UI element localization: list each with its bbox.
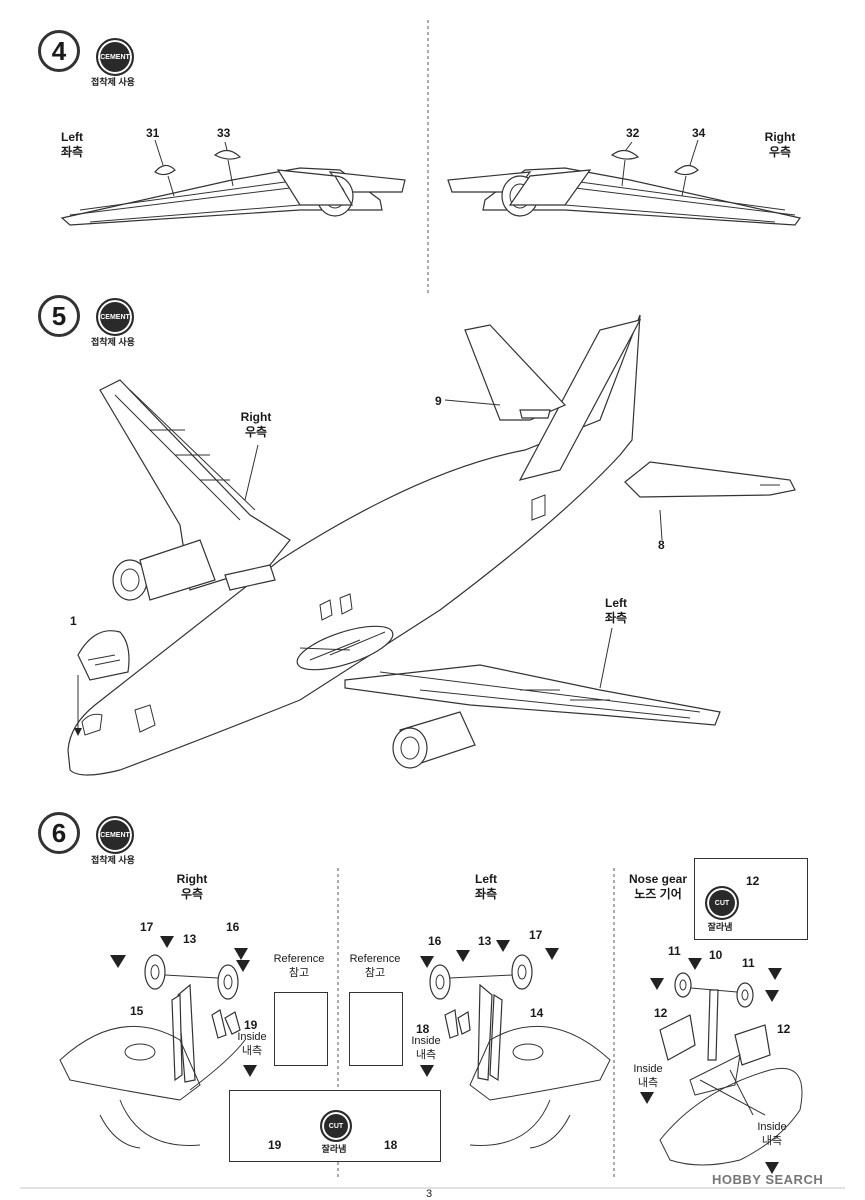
part-number: 14 [530,1006,544,1020]
cut-badge: CUT [320,1110,352,1142]
part-number: 13 [478,934,492,948]
nose-gear-drawing [640,958,803,1174]
cut-note: 잘라냄 [707,922,733,932]
part-number: 17 [140,920,154,934]
part-number: 12 [777,1022,791,1036]
part-number: 16 [428,934,442,948]
part-number: 16 [226,920,240,934]
right-gear-drawing [59,936,257,1149]
part-number: 10 [709,948,723,962]
right-wing-drawing [447,139,802,226]
part-number: 9 [435,394,442,408]
cement-badge: CEMENT [96,816,134,854]
part-number: 12 [746,874,760,888]
left-gear-drawing [420,940,611,1149]
part-number: 18 [416,1022,430,1036]
cut-note: 잘라냄 [321,1144,347,1154]
step-6-number: 6 [38,812,80,854]
part-number: 1 [70,614,77,628]
cement-note: 접착제 사용 [91,337,135,347]
part-number: 15 [130,1004,144,1018]
watermark: HOBBY SEARCH [712,1172,824,1187]
part-number: 11 [668,944,681,958]
part-number: 11 [742,956,755,970]
part-number: 31 [146,126,160,140]
part-number: 19 [268,1138,282,1152]
step-4-number: 4 [38,30,80,72]
cement-badge: CEMENT [96,298,134,336]
part-number: 33 [217,126,231,140]
airplane-drawing [67,314,796,776]
cement-note: 접착제 사용 [91,77,135,87]
cut-badge: CUT [705,886,739,920]
part-number: 8 [658,538,665,552]
reference-box-left [349,992,403,1066]
cement-badge: CEMENT [96,38,134,76]
page-number: 3 [426,1188,433,1200]
part-number: 34 [692,126,706,140]
reference-box-right [274,992,328,1066]
part-number: 32 [626,126,640,140]
part-number: 18 [384,1138,398,1152]
left-wing-drawing [60,139,406,226]
part-number: 17 [529,928,543,942]
cement-note: 접착제 사용 [91,855,135,865]
part-number: 19 [244,1018,258,1032]
part-number: 13 [183,932,197,946]
part-number: 12 [654,1006,668,1020]
step-5-number: 5 [38,295,80,337]
